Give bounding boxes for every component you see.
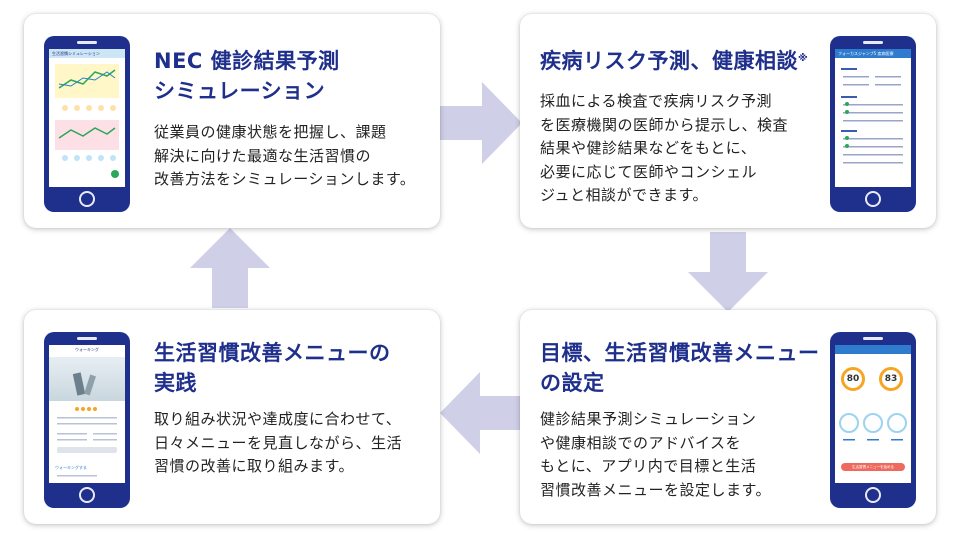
phone-mockup: ウォーキング ウォーキングする xyxy=(44,332,130,508)
walking-photo xyxy=(49,357,125,401)
arrow-right xyxy=(440,82,522,164)
step-description: 採血による検査で疾病リスク予測 を医療機関の医師から提示し、検査 結果や健診結果… xyxy=(540,92,789,204)
walking-figure-leg xyxy=(84,374,96,396)
score-ring-left: 80 xyxy=(841,367,865,391)
screen-header-bar xyxy=(835,345,911,354)
step-card-risk-consult: 疾病リスク予測、健康相談※ 採血による検査で疾病リスク予測 を医療機関の医師から… xyxy=(520,14,936,228)
home-button xyxy=(79,487,95,503)
progress-rings xyxy=(839,413,907,441)
step-description: 取り組み状況や達成度に合わせて、 日々メニューを見直しながら、生活 習慣の改善に… xyxy=(154,410,403,475)
simulation-graph xyxy=(55,64,119,178)
step-title: 生活習慣改善メニューの 実践 xyxy=(154,341,391,395)
phone-speaker xyxy=(77,41,97,44)
start-walking-link[interactable]: ウォーキングする xyxy=(55,465,87,470)
screen-header: 生活習慣シミュレーション xyxy=(49,49,125,58)
arrow-left xyxy=(440,372,522,454)
score-ring-right: 83 xyxy=(879,367,903,391)
phone-mockup: フォーカスジャンプ5 疾病医療 xyxy=(830,36,916,212)
step-card-goal-setting: 目標、生活習慣改善メニュー の設定 健診結果予測シミュレーション や健康相談での… xyxy=(520,310,936,524)
phone-speaker xyxy=(77,337,97,340)
step-title: NEC 健診結果予測 シミュレーション xyxy=(154,49,340,103)
phone-mockup: 80 83 生活習慣メニューを始める xyxy=(830,332,916,508)
score-row: 80 83 xyxy=(835,367,911,397)
phone-screen: 生活習慣シミュレーション xyxy=(49,49,125,187)
step-title: 疾病リスク予測、健康相談※ xyxy=(540,46,808,76)
phone-mockup: 生活習慣シミュレーション xyxy=(44,36,130,212)
practice-details xyxy=(57,407,117,477)
home-button xyxy=(79,191,95,207)
phone-speaker xyxy=(863,41,883,44)
screen-header: フォーカスジャンプ5 疾病医療 xyxy=(835,49,911,58)
phone-speaker xyxy=(863,337,883,340)
title-note: ※ xyxy=(798,53,809,64)
arrow-down xyxy=(688,232,768,312)
step-description: 従業員の健康状態を把握し、課題 解決に向けた最適な生活習慣の 改善方法をシミュレ… xyxy=(154,123,416,188)
step-description: 健診結果予測シミュレーション や健康相談でのアドバイスを もとに、アプリ内で目標… xyxy=(540,410,772,499)
screen-header: ウォーキング xyxy=(75,347,99,352)
start-menu-button[interactable]: 生活習慣メニューを始める xyxy=(841,463,905,471)
phone-screen: 80 83 生活習慣メニューを始める xyxy=(835,345,911,483)
arrow-up xyxy=(190,228,270,308)
step-title: 目標、生活習慣改善メニュー の設定 xyxy=(540,341,820,395)
step-title-text: 疾病リスク予測、健康相談 xyxy=(540,49,798,73)
home-button xyxy=(865,191,881,207)
step-card-practice: ウォーキング ウォーキングする 生活習慣改善メニューの 実践 取り組み状況や達成… xyxy=(24,310,440,524)
home-button xyxy=(865,487,881,503)
step-card-simulation: 生活習慣シミュレーション NEC 健診結果予測 シミュレーション 従業員の健康状… xyxy=(24,14,440,228)
phone-screen: ウォーキング ウォーキングする xyxy=(49,345,125,483)
phone-screen: フォーカスジャンプ5 疾病医療 xyxy=(835,49,911,187)
risk-list xyxy=(841,68,903,164)
